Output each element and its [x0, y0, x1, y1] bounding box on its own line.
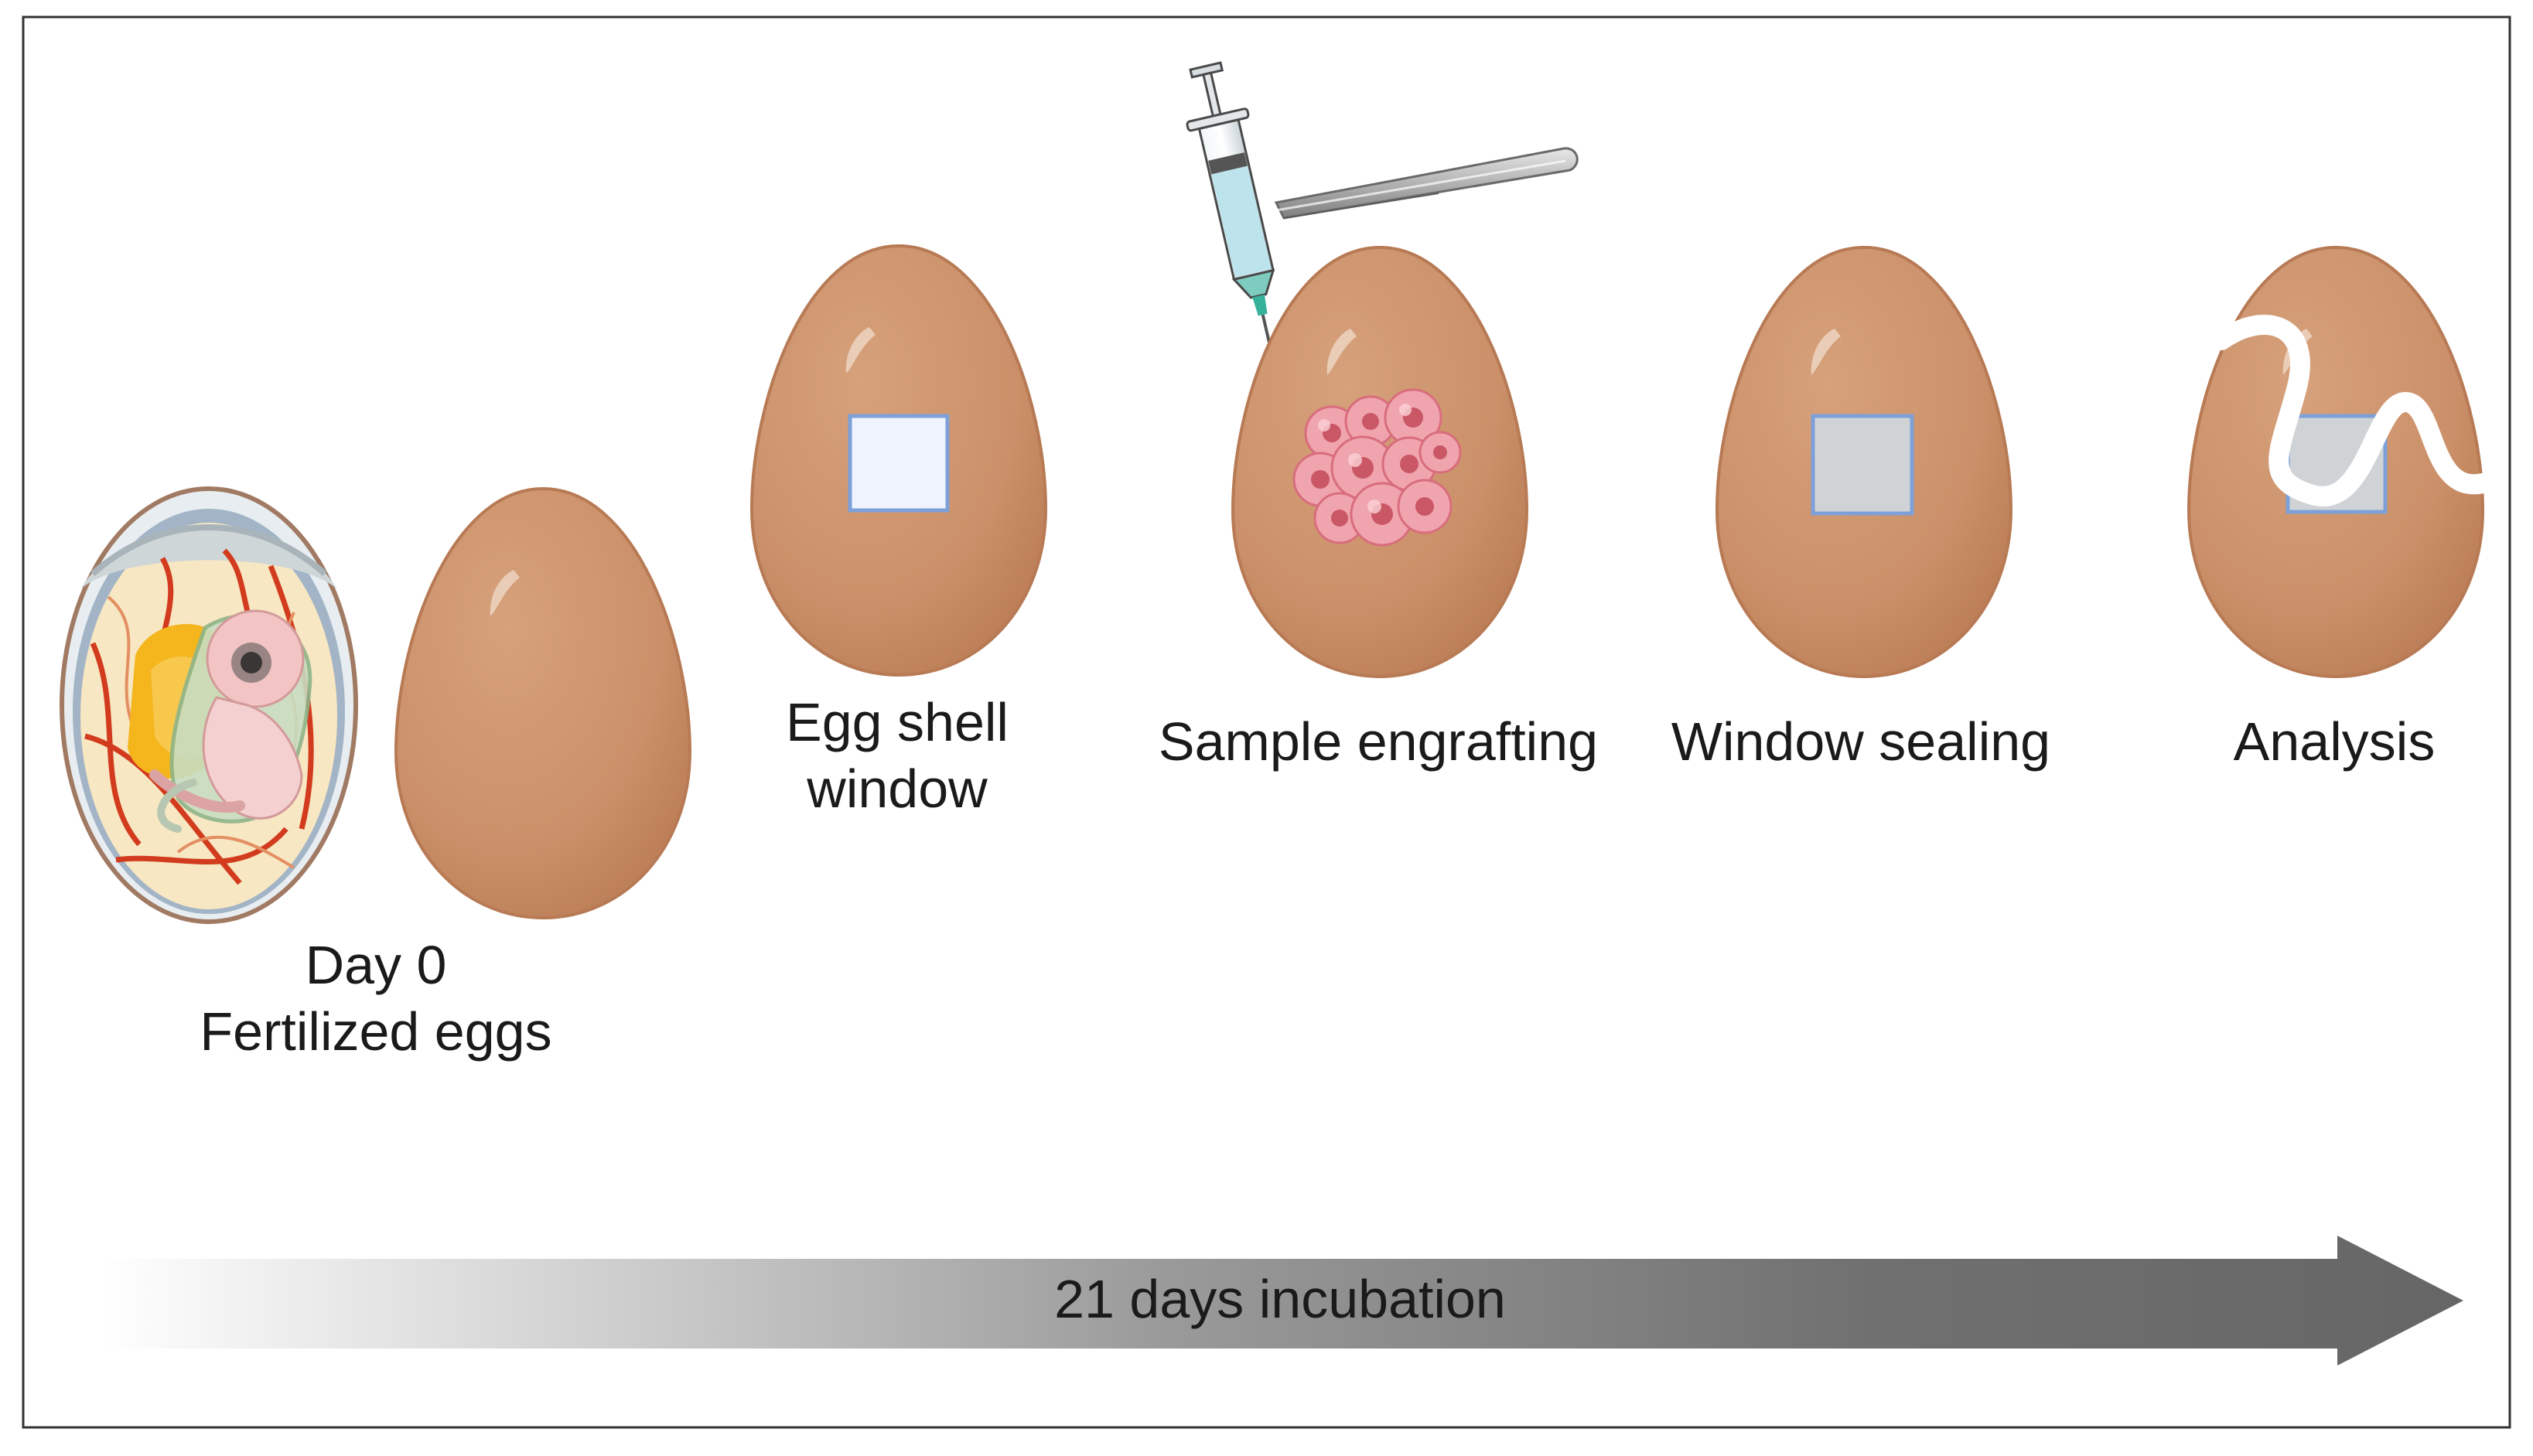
stage-label-window-line2: window — [806, 759, 988, 819]
forceps-icon — [1274, 147, 1579, 220]
stage-label-day0-line1: Day 0 — [306, 935, 447, 995]
stage-label-engrafting: Sample engrafting — [1159, 711, 1598, 772]
egg-icon — [394, 487, 691, 919]
cell-cluster-icon — [1292, 388, 1462, 547]
stage-label-sealing: Window sealing — [1671, 711, 2050, 772]
egg-window-icon — [750, 244, 1047, 677]
embryo-egg-icon — [60, 486, 358, 924]
figure-frame — [22, 15, 2511, 1429]
stage-label-analysis: Analysis — [2234, 711, 2436, 772]
stage-label-window-line1: Egg shell — [786, 692, 1009, 752]
stage-label-day0-line2: Fertilized eggs — [200, 1001, 551, 1062]
probe-icon — [2211, 315, 2493, 506]
timeline-arrow — [101, 1236, 2463, 1366]
egg-sealed-icon — [1715, 246, 2012, 678]
shell-window-open — [848, 414, 950, 513]
shell-window-sealed — [1811, 414, 1914, 516]
timeline-label: 21 days incubation — [1054, 1269, 1506, 1329]
syringe-icon — [1186, 61, 1287, 414]
